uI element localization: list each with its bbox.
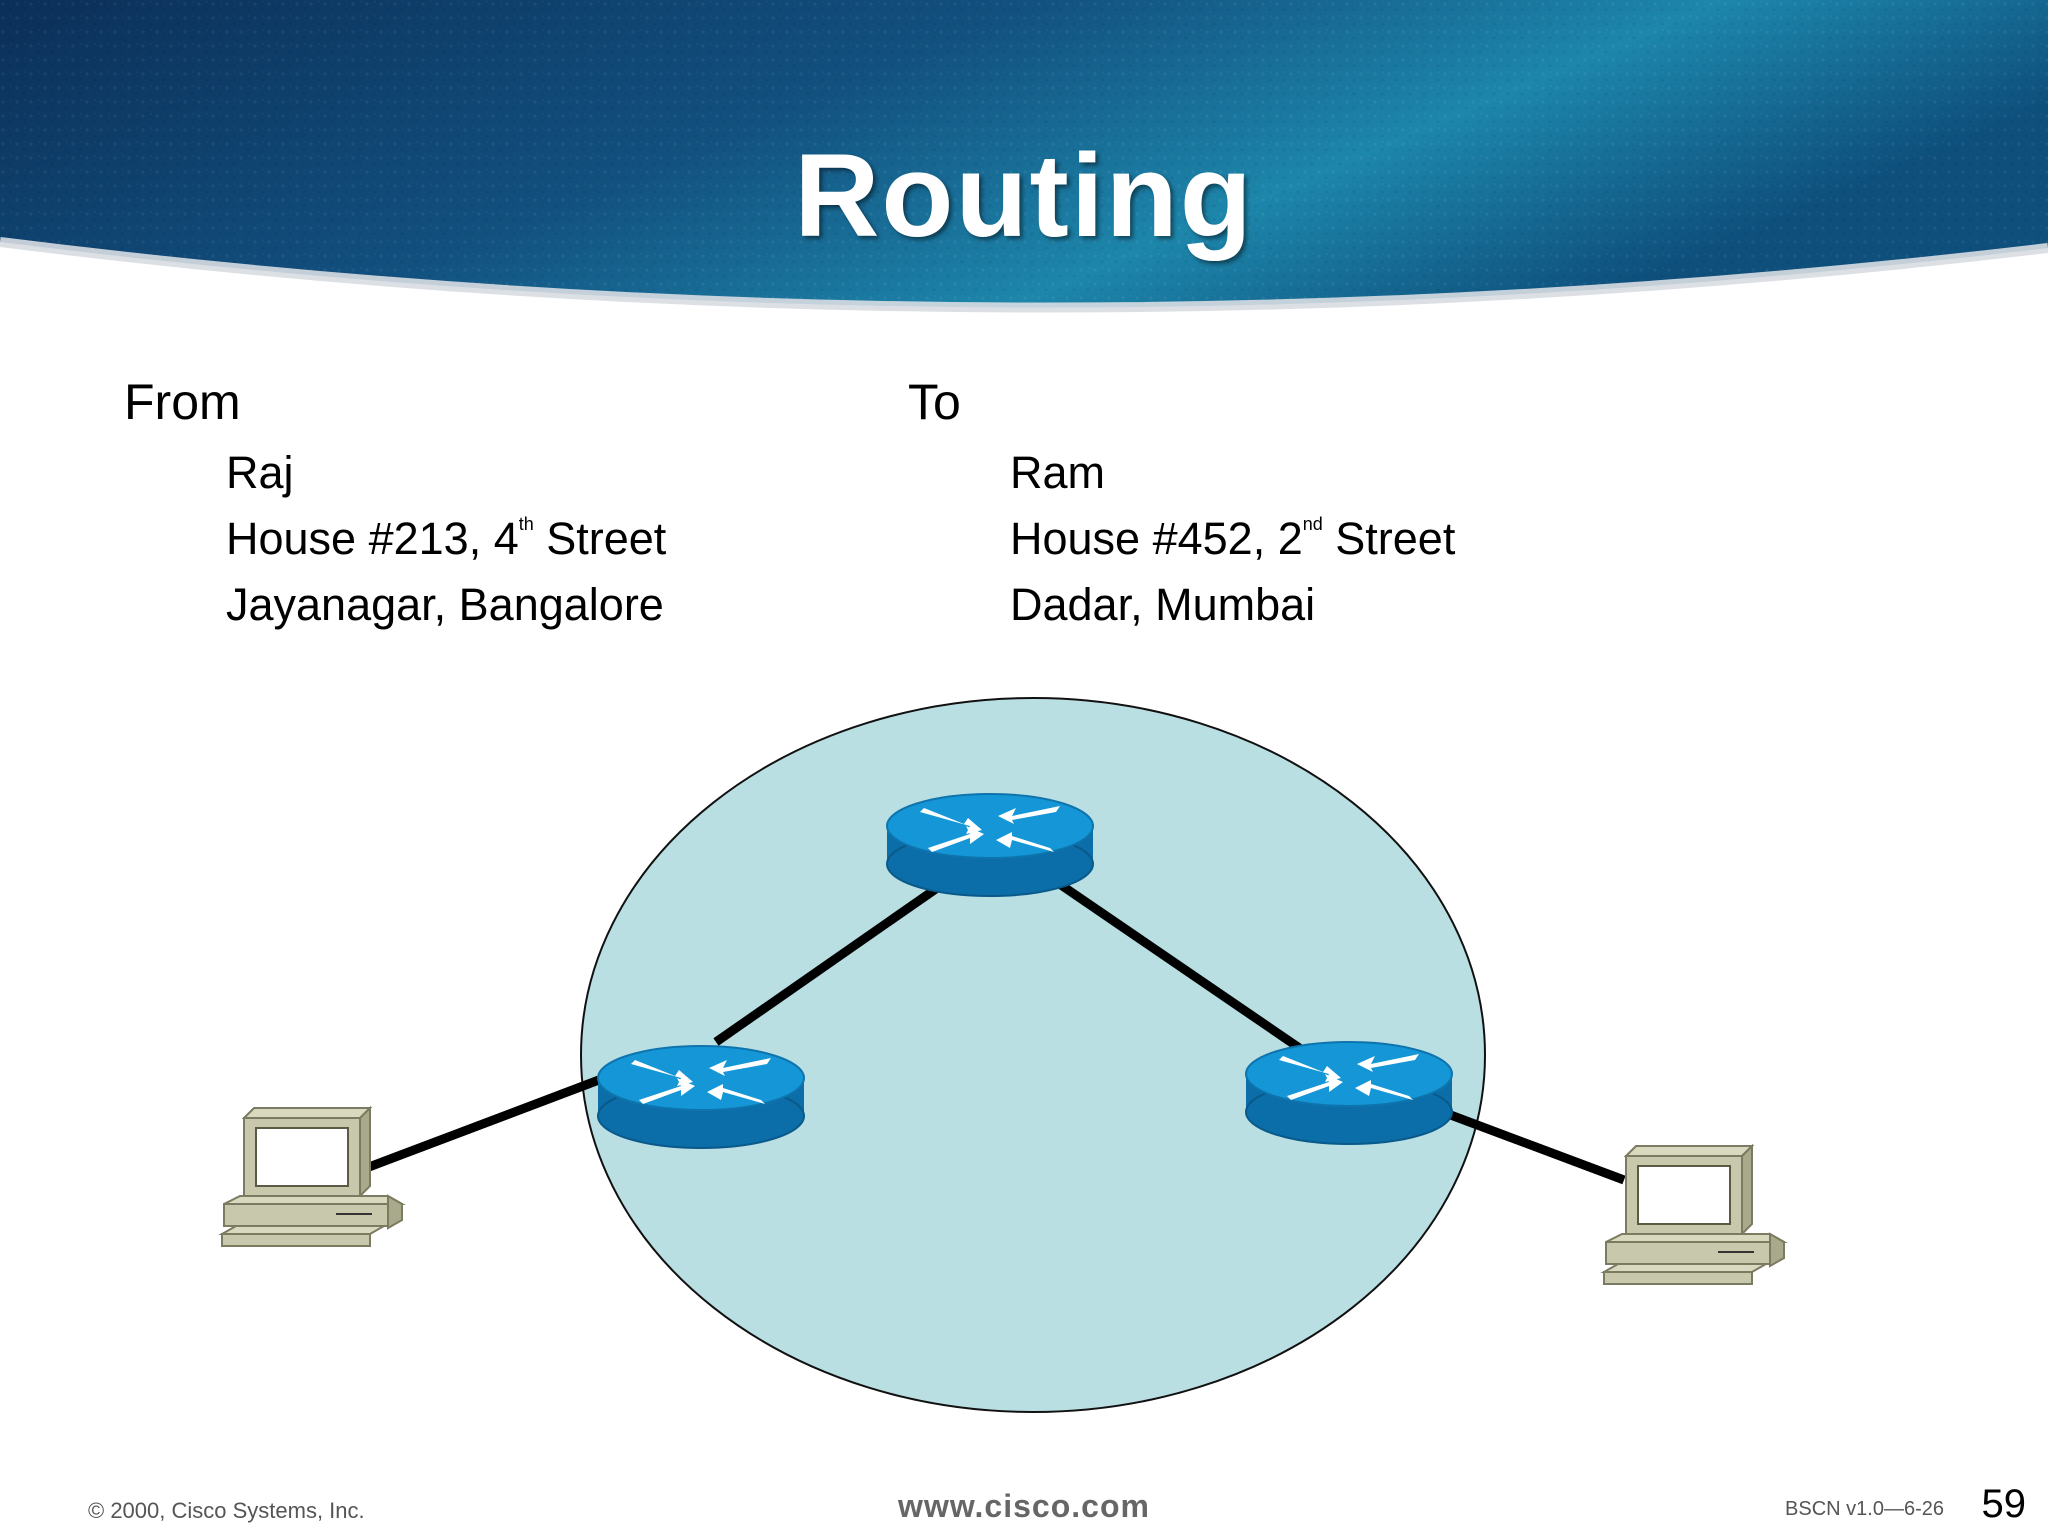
network-cloud: [580, 697, 1486, 1413]
to-street: House #452, 2nd Street: [1010, 513, 1456, 564]
slide-title: Routing: [794, 130, 1254, 262]
to-area: Dadar, Mumbai: [1010, 579, 1316, 630]
slide-header-banner: [0, 0, 2048, 360]
link-router-left-router-top: [713, 882, 943, 1046]
router-icon: [597, 1045, 805, 1149]
from-name: Raj: [226, 447, 294, 498]
router-icon: [1245, 1041, 1453, 1145]
from-area: Jayanagar, Bangalore: [226, 579, 664, 630]
pc-icon: [221, 1107, 403, 1247]
pc-icon: [1603, 1145, 1785, 1285]
from-street: House #213, 4th Street: [226, 513, 667, 564]
link-router-top-router-right: [1039, 868, 1317, 1062]
to-address-block: To Ram House #452, 2nd Street Dadar, Mum…: [908, 372, 1455, 638]
router-icon: [886, 793, 1094, 897]
from-heading: From: [124, 374, 241, 430]
slide-footer: © 2000, Cisco Systems, Inc. www.cisco.co…: [0, 1480, 2048, 1536]
copyright-text: © 2000, Cisco Systems, Inc.: [88, 1498, 365, 1523]
to-heading: To: [908, 374, 961, 430]
network-diagram: [221, 697, 1785, 1413]
from-address-block: From Raj House #213, 4th Street Jayanaga…: [124, 372, 666, 638]
page-number: 59: [1981, 1482, 2027, 1526]
website-link[interactable]: www.cisco.com: [898, 1488, 1150, 1524]
to-name: Ram: [1010, 447, 1106, 498]
link-pc-left-router-left: [338, 1070, 614, 1183]
course-code: BSCN v1.0—6-26: [1785, 1498, 1944, 1520]
